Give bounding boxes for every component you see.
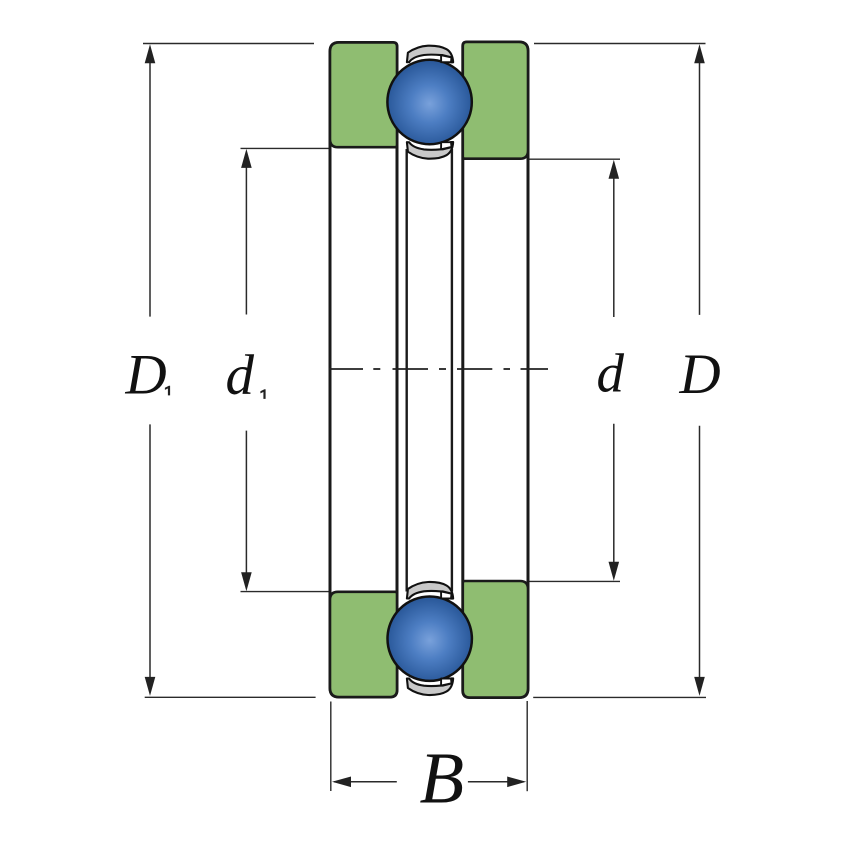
svg-text:d: d	[226, 344, 255, 407]
svg-text:d: d	[597, 343, 625, 404]
svg-text:B: B	[420, 738, 465, 819]
svg-text:D: D	[125, 344, 167, 407]
svg-text:D: D	[679, 343, 721, 406]
